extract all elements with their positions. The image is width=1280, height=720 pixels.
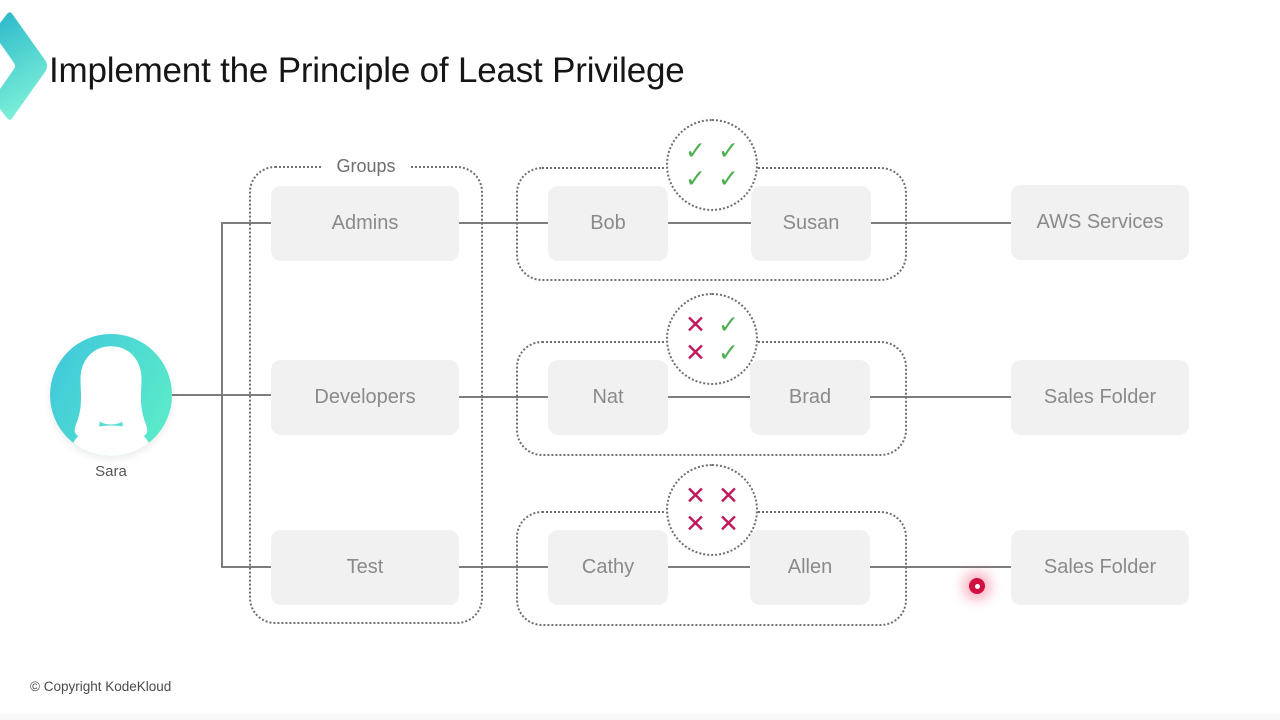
group-node-test: Test — [271, 530, 459, 605]
connector-line — [870, 396, 1011, 398]
check-icon: ✓ — [718, 338, 739, 367]
check-icon: ✓ — [685, 164, 706, 193]
check-icon: ✓ — [718, 310, 739, 339]
groups-label: Groups — [322, 156, 410, 177]
user-name-label: Sara — [95, 463, 127, 480]
female-silhouette-icon — [70, 346, 152, 456]
member-node-nat: Nat — [548, 360, 668, 435]
resource-node-sales-folder-1: Sales Folder — [1011, 360, 1189, 435]
page-title: Implement the Principle of Least Privile… — [49, 51, 685, 90]
kodekloud-chevron-icon — [0, 12, 47, 120]
permissions-badge-admins: ✓ ✓ ✓ ✓ — [666, 119, 758, 211]
cross-icon: ✕ — [718, 481, 739, 510]
groups-container: Groups — [249, 156, 483, 624]
resource-node-sales-folder-2: Sales Folder — [1011, 530, 1189, 605]
member-node-susan: Susan — [751, 186, 871, 261]
check-icon: ✓ — [718, 164, 739, 193]
cross-icon: ✕ — [685, 338, 706, 367]
user-avatar — [50, 334, 172, 456]
connector-line — [459, 396, 548, 398]
connector-line — [871, 222, 1011, 224]
connector-line — [222, 566, 271, 568]
member-node-allen: Allen — [750, 530, 870, 605]
cross-icon: ✕ — [685, 481, 706, 510]
connector-line — [870, 566, 1011, 568]
group-node-admins: Admins — [271, 186, 459, 261]
check-icon: ✓ — [685, 136, 706, 165]
member-node-brad: Brad — [750, 360, 870, 435]
resource-node-aws-services: AWS Services — [1011, 185, 1189, 260]
group-node-developers: Developers — [271, 360, 459, 435]
cross-icon: ✕ — [685, 509, 706, 538]
copyright-text: © Copyright KodeKloud — [30, 679, 172, 694]
connector-line — [459, 222, 548, 224]
member-node-bob: Bob — [548, 186, 668, 261]
connector-line — [668, 396, 750, 398]
cross-icon: ✕ — [685, 310, 706, 339]
cursor-highlight-dot — [969, 578, 985, 594]
cross-icon: ✕ — [718, 509, 739, 538]
connector-line — [668, 566, 750, 568]
member-node-cathy: Cathy — [548, 530, 668, 605]
connector-line — [222, 222, 271, 224]
permissions-badge-test: ✕ ✕ ✕ ✕ — [666, 464, 758, 556]
connector-line — [459, 566, 548, 568]
permissions-badge-developers: ✕ ✓ ✕ ✓ — [666, 293, 758, 385]
connector-line — [221, 222, 223, 568]
bottom-strip — [0, 714, 1280, 720]
connector-line — [668, 222, 751, 224]
check-icon: ✓ — [718, 136, 739, 165]
